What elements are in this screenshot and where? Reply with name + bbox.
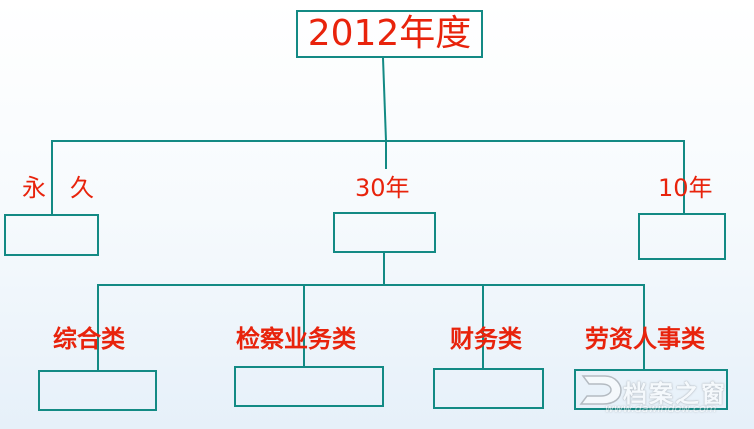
node-box-general [38, 370, 157, 411]
watermark-url: www.dawindow.com [605, 402, 717, 415]
node-label-personnel: 劳资人事类 [585, 325, 705, 353]
node-label-permanent: 永 久 [22, 174, 94, 202]
node-box-finance [433, 368, 544, 409]
node-box-permanent [4, 214, 99, 256]
node-box-personnel [574, 369, 728, 410]
node-label-general: 综合类 [53, 325, 125, 353]
root-node-label: 2012年度 [307, 13, 472, 54]
node-box-ten [638, 213, 726, 260]
watermark: 档案之窗 www.dawindow.com [575, 370, 747, 420]
watermark-logo-icon [579, 375, 622, 405]
node-box-procuratorial [234, 366, 384, 407]
node-label-finance: 财务类 [450, 325, 522, 353]
root-node-box: 2012年度 [296, 10, 483, 58]
connector-root-down [382, 57, 387, 142]
node-label-procuratorial: 检察业务类 [236, 325, 356, 353]
node-box-thirty [333, 212, 436, 253]
watermark-brand: 档案之窗 [623, 380, 727, 408]
node-label-ten: 10年 [658, 174, 713, 202]
node-label-thirty: 30年 [355, 174, 410, 202]
